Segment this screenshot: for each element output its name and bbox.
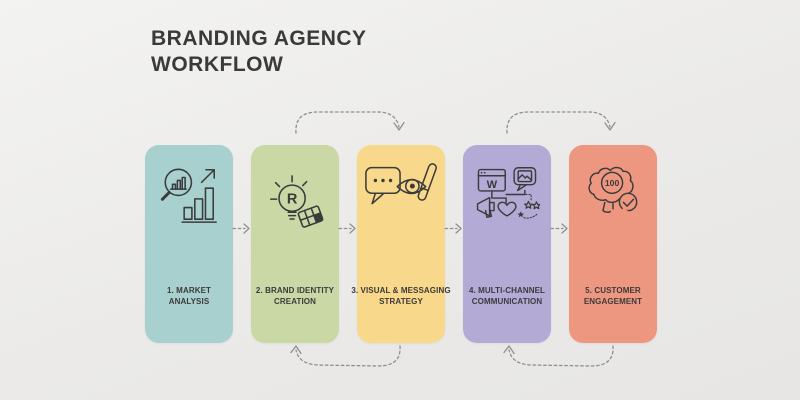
top-arc-2-3 [295,111,405,134]
step-label-5-line2: ENGAGEMENT [583,297,643,306]
step-label-2: 2. BRAND IDENTITY CREATION [244,285,346,307]
step-card-customer-engagement: 100 5. CUSTOMER ENGAGEMENT [569,145,657,343]
step-label-3-line2: STRATEGY [379,297,423,306]
bottom-arc-5-4 [503,345,614,367]
window-letter: W [487,179,498,191]
step-card-brand-identity: R 2. BRAND IDENTITY CREATION [251,145,339,343]
step-card-market-analysis: 1. MARKET ANALYSIS [145,145,233,343]
step-label-3: 3. VISUAL & MESSAGING STRATEGY [350,285,452,307]
forward-arrow-3-4 [444,223,462,234]
magnifier-growth-chart-svg [160,168,217,223]
brain-score-check-icon: 100 [582,163,644,225]
lightbulb-swatches-icon: R [264,173,326,240]
bottom-arc-3-2 [290,345,401,367]
step-label-1: 1. MARKET ANALYSIS [138,285,240,307]
forward-arrow-1-2 [232,223,250,234]
step-label-5: 5. CUSTOMER ENGAGEMENT [562,285,664,307]
speech-bubble-eye-pen-svg [365,163,437,205]
channels-megaphone-heart-stars-icon: W [474,165,541,229]
lightbulb-swatches-svg: R [270,175,324,228]
step-label-5-line1: 5. CUSTOMER [585,286,641,295]
step-label-1-line1: 1. MARKET [166,286,211,295]
channels-megaphone-heart-stars-svg: W [476,167,541,219]
speech-bubble-eye-pen-icon [363,161,439,221]
step-label-2-line2: CREATION [274,297,316,306]
brain-score-check-svg: 100 [588,166,638,216]
brain-score-badge: 100 [605,178,620,188]
top-arc-4-5 [506,111,616,134]
step-label-4: 4. MULTI-CHANNEL COMMUNICATION [456,285,558,307]
step-label-2-line1: 2. BRAND IDENTITY [255,286,335,295]
page-title-line2: WORKFLOW [151,53,284,76]
forward-arrow-4-5 [550,223,568,234]
step-label-1-line2: ANALYSIS [168,297,210,306]
step-card-multi-channel: W 4. MULTI-CHANNEL COMMUNICATION [463,145,551,343]
step-label-4-line2: COMMUNICATION [471,297,543,306]
page-title-line1: BRANDING AGENCY [151,27,367,50]
step-label-3-line1: 3. VISUAL & MESSAGING [351,286,451,295]
magnifier-growth-chart-icon [158,163,220,230]
page-title: BRANDING AGENCY WORKFLOW [151,26,367,78]
step-label-4-line1: 4. MULTI-CHANNEL [468,286,546,295]
step-card-visual-messaging: 3. VISUAL & MESSAGING STRATEGY [351,145,451,343]
bulb-letter: R [287,192,298,208]
forward-arrow-2-3 [338,223,356,234]
